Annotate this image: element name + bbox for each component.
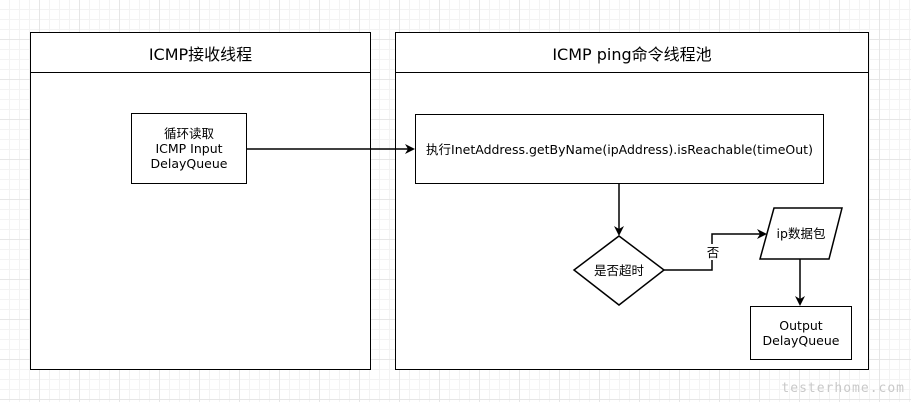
- read-input-queue-node: 循环读取 ICMP Input DelayQueue: [131, 113, 247, 184]
- edge-no-label: 否: [704, 244, 722, 260]
- timeout-decision-label: 是否超时: [593, 262, 644, 278]
- ip-packet-parallelogram: [759, 207, 843, 260]
- watermark-text: testerhome.com: [781, 381, 905, 396]
- timeout-decision-diamond: [572, 235, 666, 306]
- receiver-pool-title: ICMP接收线程: [31, 33, 370, 73]
- ip-packet-label: ip数据包: [776, 225, 826, 241]
- receiver-thread-pool: ICMP接收线程: [30, 32, 371, 370]
- read-input-queue-label: 循环读取 ICMP Input DelayQueue: [150, 126, 228, 171]
- execute-reachable-node: 执行InetAddress.getByName(ipAddress).isRea…: [415, 114, 824, 184]
- ping-pool-title: ICMP ping命令线程池: [396, 33, 868, 73]
- output-queue-node: Output DelayQueue: [750, 306, 852, 360]
- execute-reachable-label: 执行InetAddress.getByName(ipAddress).isRea…: [426, 141, 813, 157]
- output-queue-label: Output DelayQueue: [762, 318, 840, 348]
